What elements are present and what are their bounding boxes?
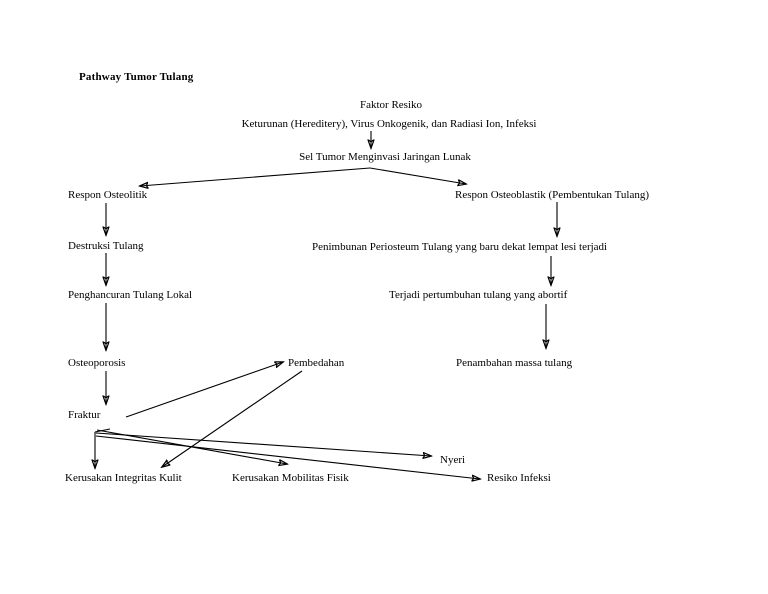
node-sel-tumor: Sel Tumor Menginvasi Jaringan Lunak	[299, 151, 471, 163]
node-respon-osteoblastik: Respon Osteoblastik (Pembentukan Tulang)	[455, 189, 650, 201]
node-destruksi-tulang: Destruksi Tulang	[68, 240, 144, 252]
node-resiko-infeksi: Resiko Infeksi	[487, 472, 551, 484]
edge-hub-to-kerusakan-mobilitas	[96, 429, 287, 464]
edge-seltumor-to-osteoblastik	[369, 167, 466, 184]
node-pertumbuhan-abortif: Terjadi pertumbuhan tulang yang abortif	[389, 289, 568, 301]
node-faktor-resiko: Faktor Resiko	[359, 99, 423, 111]
node-penimbunan-periosteum: Penimbunan Periosteum Tulang yang baru d…	[312, 241, 608, 253]
page-title: Pathway Tumor Tulang	[79, 71, 194, 83]
node-kerusakan-integritas-kulit: Kerusakan Integritas Kulit	[65, 472, 182, 484]
node-osteoporosis: Osteoporosis	[68, 357, 126, 369]
edge-pembedahan-to-kerusakan-mobilitas	[162, 370, 303, 467]
edge-fraktur-to-pembedahan	[125, 362, 283, 418]
node-nyeri: Nyeri	[440, 454, 466, 466]
node-penambahan-massa: Penambahan massa tulang	[456, 357, 573, 369]
edge-fraktur-hub-stem	[94, 428, 111, 433]
edge-seltumor-to-osteolitik	[140, 167, 371, 186]
node-respon-osteolitik: Respon Osteolitik	[68, 189, 148, 201]
node-kerusakan-mobilitas-fisik: Kerusakan Mobilitas Fisik	[232, 472, 349, 484]
node-penghancuran-tulang: Penghancuran Tulang Lokal	[68, 289, 193, 301]
edge-fraktur-to-nyeri	[95, 432, 431, 456]
node-fraktur: Fraktur	[68, 409, 101, 421]
node-pembedahan: Pembedahan	[288, 357, 345, 369]
node-faktor-detail: Keturunan (Hereditery), Virus Onkogenik,…	[241, 118, 537, 130]
